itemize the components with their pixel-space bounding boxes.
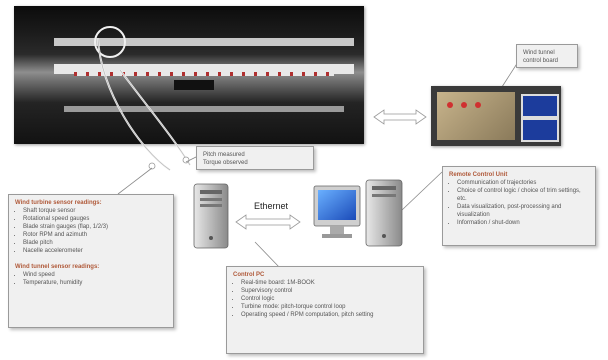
callout-list: Shaft torque sensor Rotational speed gau…	[15, 207, 167, 255]
list-item: Wind speed	[23, 271, 167, 279]
board-screen-1	[521, 94, 559, 118]
list-item: Rotational speed gauges	[23, 215, 167, 223]
board-panel	[437, 92, 515, 140]
list-item: Information / shut-down	[457, 219, 589, 227]
callout-title: Wind turbine sensor readings:	[15, 200, 102, 206]
list-item: Communication of trajectories	[457, 179, 589, 187]
callout-title: Remote Control Unit	[449, 172, 508, 178]
callout-list: Real-time board: 1M-BOOK Supervisory con…	[233, 279, 417, 319]
list-item: Choice of control logic / choice of trim…	[457, 187, 589, 203]
callout-list: Communication of trajectories Choice of …	[449, 179, 589, 227]
callout-pitch: Pitch measured Torque observed	[196, 146, 314, 170]
list-item: Rotor RPM and azimuth	[23, 231, 167, 239]
photo-rail-bottom	[64, 106, 344, 112]
photo-highlight-circle	[94, 26, 126, 58]
photo-panel-arrow	[373, 109, 427, 125]
board-led-1	[447, 102, 453, 108]
list-item: Temperature, humidity	[23, 279, 167, 287]
control-board-photo	[431, 86, 561, 146]
callout-wind-tunnel-control: Wind tunnel control board	[516, 44, 578, 68]
board-screen-2	[521, 118, 559, 142]
callout-line: Wind tunnel	[523, 50, 555, 56]
wind-turbine-photo	[14, 6, 364, 144]
photo-rail-top	[54, 38, 354, 46]
list-item: Shaft torque sensor	[23, 207, 167, 215]
list-item: Nacelle accelerometer	[23, 247, 167, 255]
remote-pc-icon	[313, 179, 403, 247]
list-item: Supervisory control	[241, 287, 417, 295]
callout-line: Torque observed	[203, 160, 248, 166]
callout-title: Wind tunnel sensor readings:	[15, 264, 100, 270]
photo-hub	[174, 80, 214, 90]
list-item: Real-time board: 1M-BOOK	[241, 279, 417, 287]
board-led-2	[461, 102, 467, 108]
photo-rail-middle	[54, 64, 354, 74]
photo-rail-marks	[74, 72, 334, 76]
callout-title: Control PC	[233, 272, 265, 278]
list-item: Turbine mode: pitch-torque control loop	[241, 303, 417, 311]
list-item: Control logic	[241, 295, 417, 303]
callout-remote-control: Remote Control Unit Communication of tra…	[442, 166, 596, 246]
board-led-3	[475, 102, 481, 108]
list-item: Operating speed / RPM computation, pitch…	[241, 311, 417, 319]
callout-line: control board	[523, 58, 559, 64]
list-item: Blade pitch	[23, 239, 167, 247]
callout-sensor-readings: Wind turbine sensor readings: Shaft torq…	[8, 194, 174, 328]
list-item: Data visualization, post-processing and …	[457, 203, 589, 219]
ethernet-arrow	[235, 214, 301, 230]
callout-control-pc: Control PC Real-time board: 1M-BOOK Supe…	[226, 266, 424, 354]
callout-list: Wind speed Temperature, humidity	[15, 271, 167, 287]
list-item: Blade strain gauges (flap, 1/2/3)	[23, 223, 167, 231]
control-pc-icon	[193, 183, 229, 249]
callout-line: Pitch measured	[203, 152, 245, 158]
ethernet-label: Ethernet	[254, 201, 289, 211]
